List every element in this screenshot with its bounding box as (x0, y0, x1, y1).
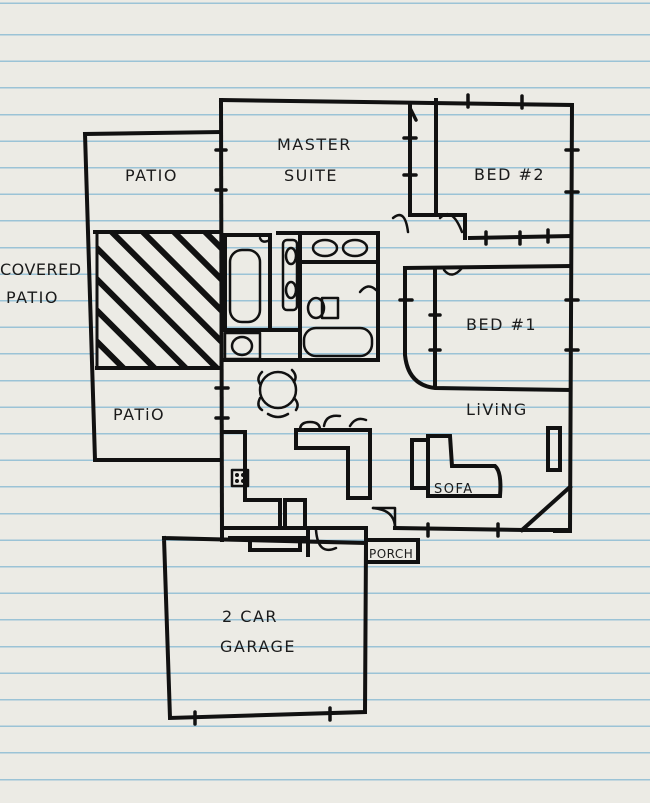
label-porch: PORCH (369, 547, 413, 561)
label-sofa: SOFA (434, 482, 474, 497)
label-garage-line1: 2 CAR (222, 607, 278, 626)
label-garage-line2: GARAGE (220, 637, 296, 656)
dining-table (258, 370, 298, 410)
patio-outline (82, 129, 224, 462)
label-covered-patio-line1: COVERED (0, 260, 82, 279)
label-bed1: BED #1 (466, 315, 537, 334)
label-living: LiViNG (466, 400, 528, 419)
label-patio-bottom: PATiO (113, 405, 165, 424)
covered-patio-hatch (95, 230, 223, 370)
label-master-line1: MASTER (277, 135, 352, 154)
label-patio-top: PATIO (125, 166, 178, 185)
label-covered-patio-line2: PATIO (6, 288, 59, 307)
label-master-line2: SUITE (284, 166, 338, 185)
garage-outline (161, 535, 369, 721)
label-bed2: BED #2 (474, 165, 545, 184)
